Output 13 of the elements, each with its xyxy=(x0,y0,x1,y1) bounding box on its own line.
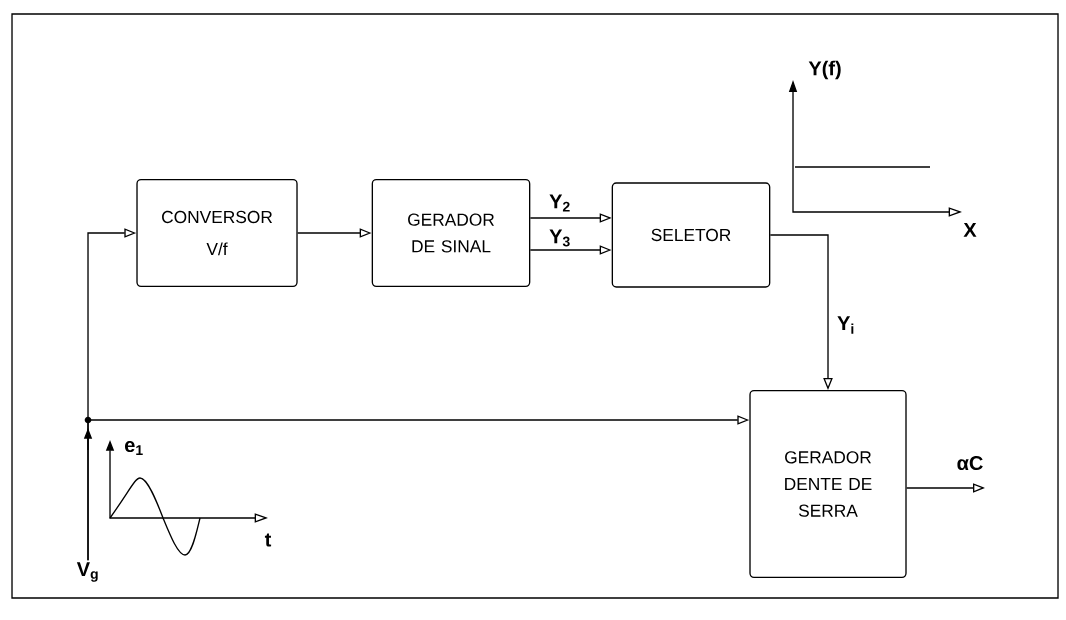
edge-label: Y$_{2}$ xyxy=(547,193,573,213)
axis-label: Y(f) xyxy=(808,60,841,80)
edge-label: Y$_{i}$ xyxy=(835,315,857,335)
edge-label: Y$_{3}$ xyxy=(547,228,573,248)
input-label: V$_{g}$ xyxy=(76,562,98,582)
block-box: GERADOR DENTE DE SERRA xyxy=(749,390,907,578)
axis-label: e$_{1}$ xyxy=(125,441,143,455)
block-box: GERADOR DE SINAL xyxy=(371,179,531,287)
axis-label: X xyxy=(963,223,977,237)
axis-label: t xyxy=(264,533,272,547)
edge-label: αC xyxy=(955,454,985,472)
block-box: CONVERSOR V/f xyxy=(136,179,298,287)
block-box: SELETOR xyxy=(611,182,771,288)
